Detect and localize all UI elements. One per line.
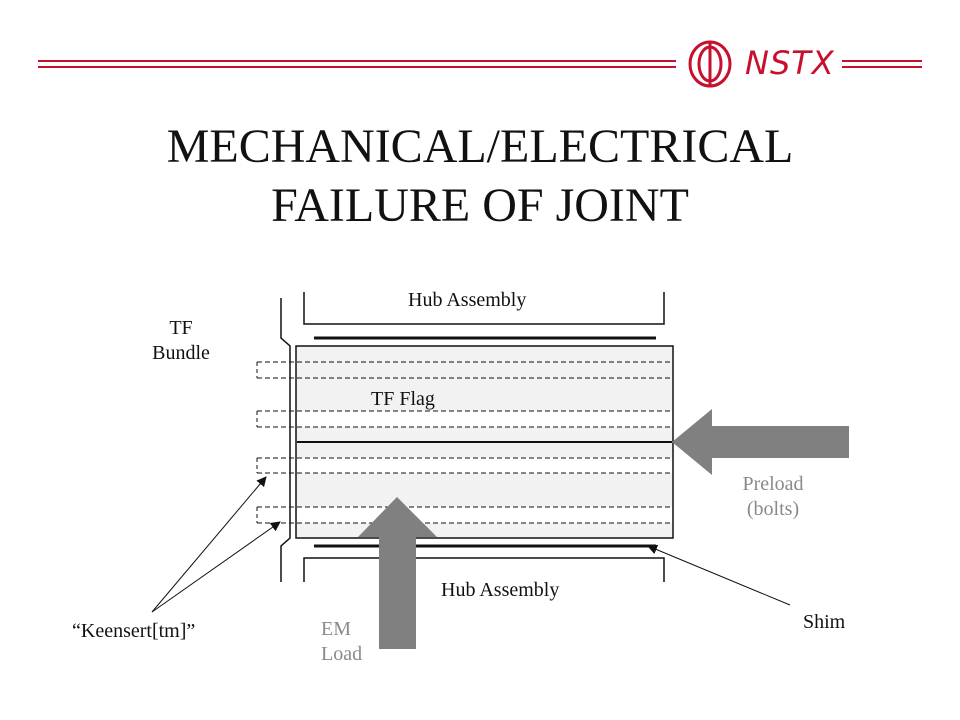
header-graphics bbox=[38, 40, 922, 88]
preload-label-line2: (bolts) bbox=[746, 498, 800, 520]
em-load-arrow bbox=[358, 497, 437, 649]
hub-assembly-bottom-bracket bbox=[303, 557, 665, 582]
tf-bundle-bracket bbox=[280, 298, 291, 582]
keensert-pointer-2 bbox=[151, 521, 281, 613]
preload-arrow bbox=[672, 409, 849, 475]
tf-flag-label: TF Flag bbox=[371, 388, 435, 410]
page-title-line-2: FAILURE OF JOINT bbox=[271, 179, 689, 232]
tf-bundle-label: TF Bundle bbox=[140, 316, 222, 366]
shim-label: Shim bbox=[803, 611, 846, 633]
keensert-pointer-1 bbox=[151, 476, 267, 613]
shim-pointer bbox=[647, 544, 791, 606]
tf-bundle-label-line2: Bundle bbox=[152, 342, 210, 364]
tf-bundle-label-line1: TF bbox=[169, 317, 193, 339]
preload-label-line1: Preload bbox=[742, 473, 804, 495]
header-rule-right bbox=[842, 60, 922, 68]
em-load-label-line1: EM bbox=[321, 618, 351, 640]
hub-assembly-bottom-label: Hub Assembly bbox=[441, 579, 560, 601]
em-load-label: EM Load bbox=[321, 617, 362, 667]
hub-assembly-top-bracket bbox=[303, 292, 665, 325]
keensert-label: “Keensert[tm]” bbox=[72, 620, 196, 642]
em-load-label-line2: Load bbox=[321, 643, 363, 665]
nstx-logo-icon bbox=[688, 40, 732, 88]
preload-label: Preload (bolts) bbox=[728, 472, 818, 522]
page-title-line-1: MECHANICAL/ELECTRICAL bbox=[166, 120, 794, 173]
header-rule-left bbox=[38, 60, 676, 68]
tf-flag-dashed-lines bbox=[257, 361, 672, 524]
logo-text: NSTX bbox=[745, 44, 835, 82]
hub-assembly-top-label: Hub Assembly bbox=[408, 289, 527, 311]
